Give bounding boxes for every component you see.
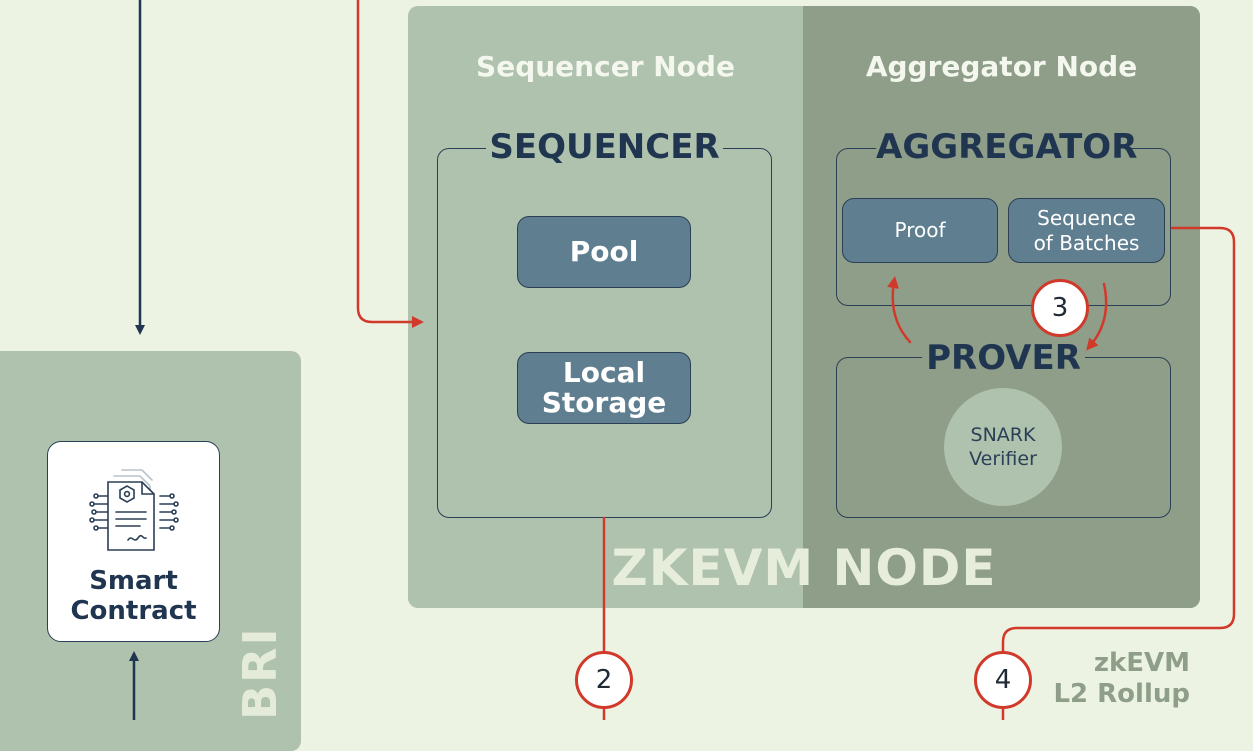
local-storage-box[interactable]: Local Storage bbox=[517, 352, 691, 424]
sequence-of-batches-box[interactable]: Sequence of Batches bbox=[1008, 198, 1165, 263]
aggregator-node-title: Aggregator Node bbox=[865, 50, 1138, 83]
zkevm-node-title: ZKEVM NODE bbox=[611, 539, 997, 597]
smart-contract-label: Smart Contract bbox=[70, 566, 197, 626]
prover-title: PROVER bbox=[922, 338, 1085, 378]
proof-box[interactable]: Proof bbox=[842, 198, 998, 263]
step-badge-3: 3 bbox=[1031, 279, 1089, 337]
bridge-label: BRIDGE bbox=[220, 626, 300, 720]
step-badge-2: 2 bbox=[575, 651, 633, 709]
sequencer-node-title: Sequencer Node bbox=[476, 50, 735, 83]
pool-box[interactable]: Pool bbox=[517, 216, 691, 288]
snark-verifier-circle[interactable]: SNARK Verifier bbox=[944, 388, 1062, 506]
step-badge-4: 4 bbox=[974, 651, 1032, 709]
sequencer-box bbox=[437, 148, 772, 518]
sequencer-title: SEQUENCER bbox=[486, 127, 723, 167]
aggregator-title: AGGREGATOR bbox=[876, 127, 1138, 167]
contract-document-icon bbox=[89, 469, 179, 551]
smart-contract-card[interactable]: Smart Contract bbox=[47, 441, 220, 642]
zkevm-l2-rollup-label: zkEVM L2 Rollup bbox=[1053, 648, 1190, 709]
